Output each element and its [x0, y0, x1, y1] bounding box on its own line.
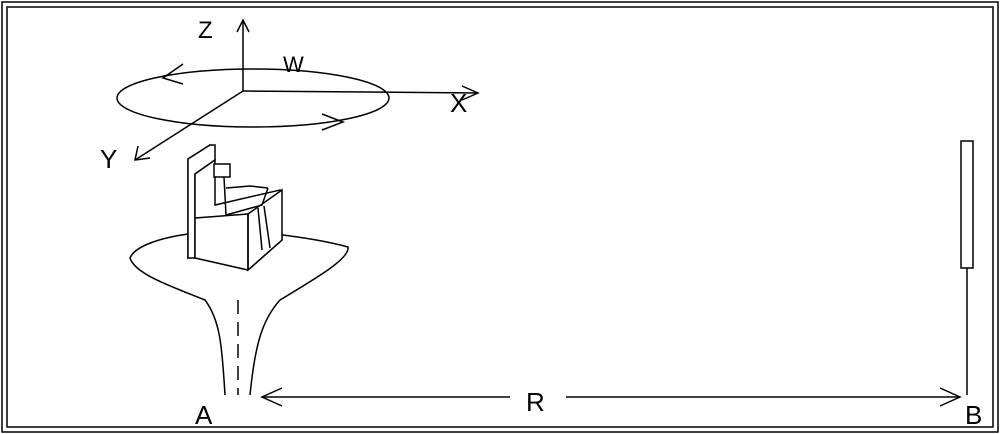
axis-label-z: Z: [198, 17, 213, 44]
x-axis: [242, 90, 479, 94]
rotating-platform: [129, 233, 349, 396]
rotation-arrow-top: [161, 63, 184, 85]
chair-with-person: [187, 143, 283, 272]
label-point-a: A: [195, 400, 213, 430]
label-point-b: B: [965, 400, 982, 430]
target-lamp: [960, 140, 974, 269]
target-rod: [960, 140, 974, 395]
label-distance-r: R: [526, 387, 545, 417]
distance-arrow: [260, 387, 962, 407]
rotation-arrow-bottom: [321, 113, 346, 131]
y-axis: [134, 90, 244, 161]
axis-label-w: W: [283, 52, 304, 77]
rotation-ellipse: [116, 63, 390, 131]
person-head: [213, 163, 231, 178]
axis-label-y: Y: [100, 144, 117, 174]
axis-label-x: X: [450, 88, 467, 118]
coordinate-axes: [134, 18, 480, 161]
